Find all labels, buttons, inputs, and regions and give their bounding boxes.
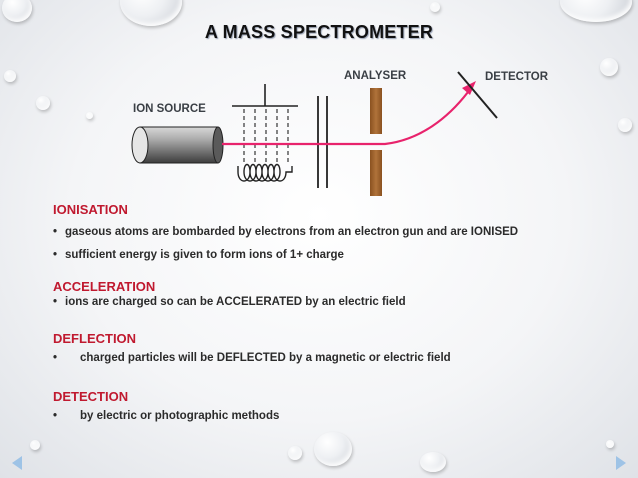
bullet-text: charged particles will be DEFLECTED by a… [80,352,451,364]
ion-beam-arrowhead [462,81,476,95]
heating-coil [237,163,293,182]
electron-beams [243,109,289,164]
triangle-left-icon[interactable] [12,456,22,470]
section-heading-ionisation: IONISATION [53,202,128,217]
electron-gun-plate [232,84,298,107]
bullet-text: gaseous atoms are bombarded by electrons… [65,226,519,238]
water-drop-decoration [600,58,618,76]
ion-source-label: ION SOURCE [133,103,206,115]
bullet-marker: • [53,249,58,261]
section-heading-acceleration: ACCELERATION [53,279,156,294]
water-drop-decoration [30,440,40,450]
triangle-right-icon[interactable] [616,456,626,470]
bullet-text: by electric or photographic methods [80,410,280,422]
bullet-marker: • [53,352,58,364]
analyser-label: ANALYSER [344,70,407,82]
water-drop-decoration [420,452,446,472]
list-item: • gaseous atoms are bombarded by electron… [53,226,518,238]
list-item: • ions are charged so can be ACCELERATED … [53,296,406,308]
mass-spectrometer-diagram [131,71,498,196]
water-drop-decoration [2,0,32,22]
water-drop-decoration [314,432,352,466]
water-drop-decoration [288,446,302,460]
water-drop-decoration [4,70,16,82]
bullet-text: sufficient energy is given to form ions … [65,249,344,261]
analyser-plate-bottom [370,150,382,196]
ion-source-cylinder [131,126,224,164]
detector-line [457,71,498,119]
bullet-text: ions are charged so can be ACCELERATED b… [65,296,406,308]
water-drop-decoration [86,112,93,119]
analyser-plate-top [370,88,382,134]
list-item: • charged particles will be DEFLECTED by … [53,352,451,364]
bullet-marker: • [53,296,58,308]
water-drop-decoration [618,118,632,132]
list-item: • by electric or photographic methods [53,410,279,422]
bullet-marker: • [53,410,58,422]
water-drop-decoration [560,0,632,22]
list-item: • sufficient energy is given to form ions… [53,249,344,261]
detector-label: DETECTOR [485,71,549,83]
slide-title: A MASS SPECTROMETER [204,22,434,42]
water-drop-decoration [430,2,440,12]
section-heading-deflection: DEFLECTION [53,331,137,346]
water-drop-decoration [606,440,614,448]
section-heading-detection: DETECTION [53,389,129,404]
water-drop-decoration [36,96,50,110]
bullet-marker: • [53,226,58,238]
accelerating-plates [317,96,328,188]
ion-beam-path [222,91,469,146]
